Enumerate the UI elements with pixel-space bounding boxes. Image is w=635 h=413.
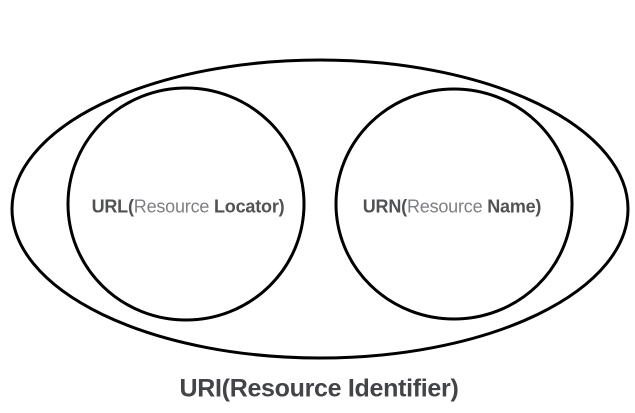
urn-label-bold-open: URN(: [362, 196, 407, 217]
url-label-regular: Resource: [133, 196, 215, 217]
urn-label-regular: Resource: [406, 196, 488, 217]
uri-diagram-title: URI(Resource Identifier): [179, 374, 459, 403]
url-circle-label: URL(Resource Locator): [92, 197, 285, 218]
url-label-bold-open: URL(: [91, 196, 134, 217]
urn-circle: [334, 87, 574, 321]
url-circle: [66, 86, 306, 322]
urn-label-bold-close: Name): [487, 196, 542, 217]
urn-circle-label: URN(Resource Name): [362, 196, 542, 218]
url-label-bold-close: Locator): [214, 196, 285, 217]
uri-outer-ellipse: [10, 58, 630, 360]
